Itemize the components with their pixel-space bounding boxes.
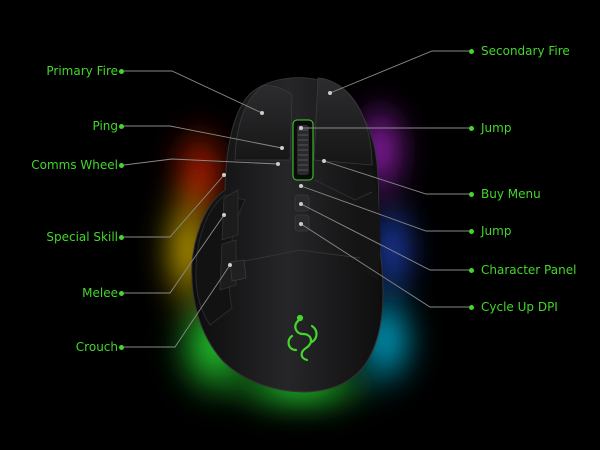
callout-dot-character-panel [469, 268, 474, 273]
callout-dot-melee [119, 291, 124, 296]
callout-cycle-up-dpi: Cycle Up DPI [481, 300, 558, 314]
callout-dot-jump-wheel [469, 126, 474, 131]
callout-crouch: Crouch [75, 340, 118, 354]
callout-dot-cycle-up-dpi [469, 305, 474, 310]
leader-lines [123, 50, 471, 348]
callout-dot-ping [119, 124, 124, 129]
callout-dot-crouch [119, 345, 124, 350]
callout-primary-fire: Primary Fire [46, 64, 118, 78]
mouse-body [191, 77, 384, 393]
callout-comms-wheel: Comms Wheel [31, 158, 118, 172]
callout-jump-wheel: Jump [481, 121, 512, 135]
callout-special-skill: Special Skill [46, 230, 118, 244]
callout-character-panel: Character Panel [481, 263, 577, 277]
razer-snake-logo-icon [287, 314, 318, 362]
callout-dot-comms-wheel [119, 163, 124, 168]
callout-dot-secondary-fire [469, 49, 474, 54]
callout-ping: Ping [92, 119, 118, 133]
callout-secondary-fire: Secondary Fire [481, 44, 570, 58]
callout-jump: Jump [481, 224, 512, 238]
side-button-upper [221, 189, 239, 241]
secondary-fire-button [313, 77, 373, 166]
callout-melee: Melee [82, 286, 118, 300]
callout-dot-special-skill [119, 235, 124, 240]
callout-dot-primary-fire [119, 69, 124, 74]
callout-buy-menu: Buy Menu [481, 187, 541, 201]
callout-dot-buy-menu [469, 192, 474, 197]
callout-dot-jump [469, 229, 474, 234]
